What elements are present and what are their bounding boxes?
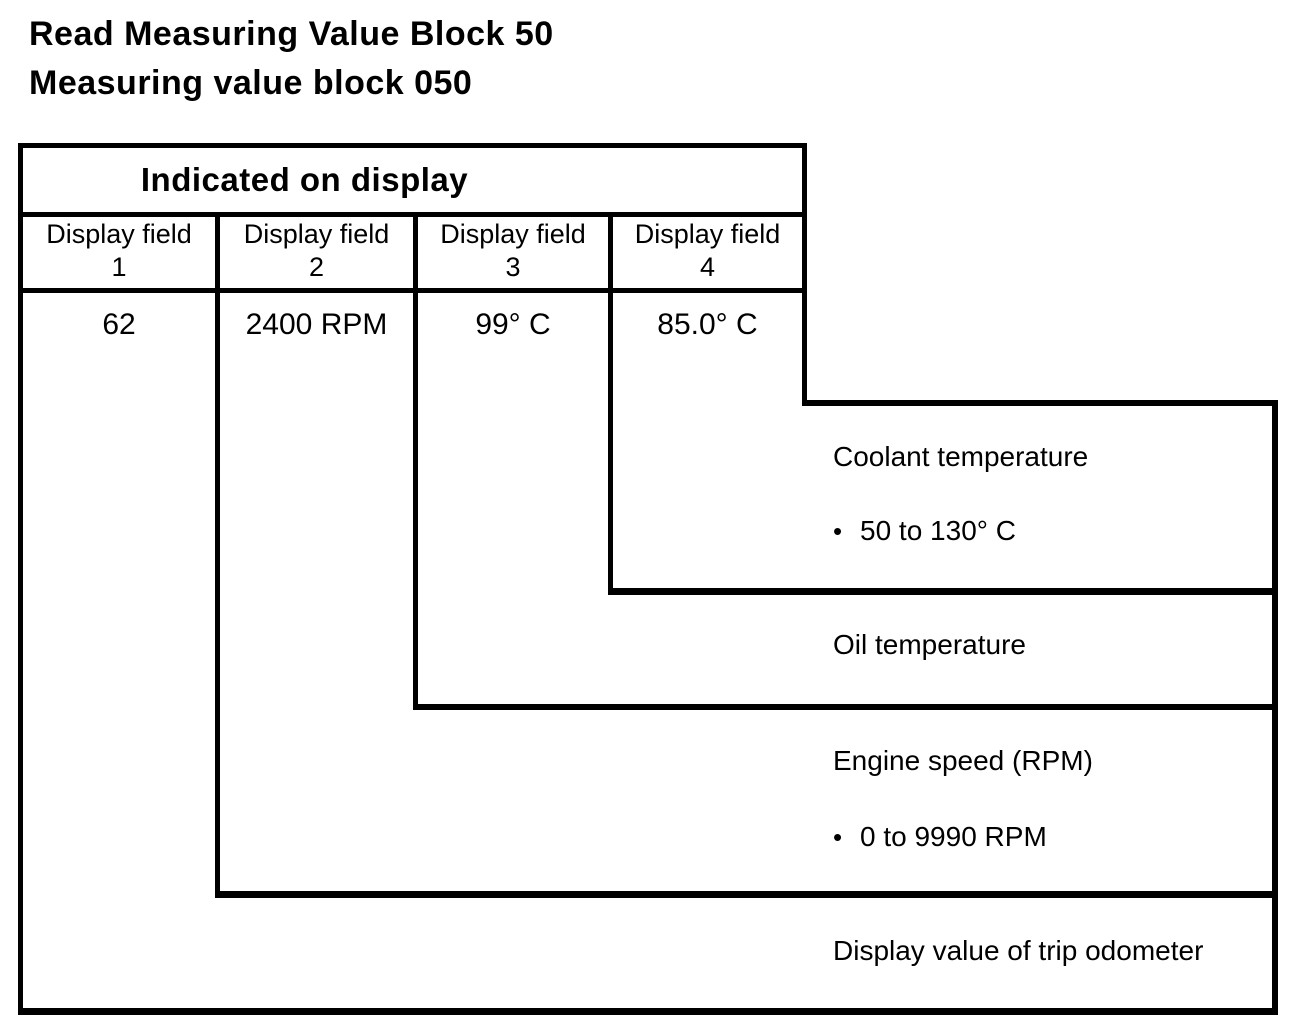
callout-engine-speed-range-text: 0 to 9990 RPM xyxy=(860,821,1047,852)
table-header-divider xyxy=(18,212,807,217)
table-values-divider xyxy=(18,288,807,293)
value-field1: 62 xyxy=(102,308,136,341)
column-header-field3: Display field 3 xyxy=(418,217,608,285)
table-top-border xyxy=(18,143,807,148)
column-header-field1-line1: Display field xyxy=(46,219,192,249)
page-title-line2: Measuring value block 050 xyxy=(29,64,473,102)
column-header-field1: Display field 1 xyxy=(23,217,215,285)
leader-shelf-field4-top xyxy=(802,400,1278,406)
leader-line-field3-vertical xyxy=(413,212,418,710)
page-title-line1: Read Measuring Value Block 50 xyxy=(29,15,554,53)
column-header-field4-line1: Display field xyxy=(634,219,781,249)
column-header-field2-line2: 2 xyxy=(308,252,325,282)
leader-shelf-field4-bottom xyxy=(608,588,1278,595)
column-header-field2-line1: Display field xyxy=(243,219,390,249)
value-field3: 99° C xyxy=(475,308,551,341)
bullet-icon: • xyxy=(833,516,843,546)
callout-coolant-temperature-range: • 50 to 130° C xyxy=(833,514,1016,548)
diagram-bottom-border xyxy=(18,1008,1278,1015)
leader-line-field4-vertical xyxy=(608,212,613,595)
callout-trip-odometer-label: Display value of trip odometer xyxy=(833,935,1204,966)
column-header-field2: Display field 2 xyxy=(220,217,413,285)
callout-coolant-temperature-range-text: 50 to 130° C xyxy=(860,515,1016,546)
leader-line-field1-vertical xyxy=(18,143,23,1015)
column-header-field4: Display field 4 xyxy=(613,217,802,285)
column-header-field1-line2: 1 xyxy=(111,252,127,282)
leader-shelf-field3-bottom xyxy=(413,704,1278,710)
callout-coolant-temperature-label: Coolant temperature xyxy=(833,441,1089,472)
column-header-field3-line1: Display field xyxy=(440,219,586,249)
leader-line-field2-vertical xyxy=(215,212,220,898)
callout-oil-temperature-label: Oil temperature xyxy=(833,629,1026,660)
bullet-icon: • xyxy=(833,822,843,852)
callout-engine-speed-label: Engine speed (RPM) xyxy=(833,745,1093,776)
table-right-border xyxy=(802,143,807,406)
value-field2: 2400 RPM xyxy=(245,308,388,341)
column-header-field4-line2: 4 xyxy=(699,252,716,282)
page-title: Read Measuring Value Block 50 Measuring … xyxy=(29,10,554,108)
callout-engine-speed-range: • 0 to 9990 RPM xyxy=(833,820,1047,854)
leader-shelf-field2-bottom xyxy=(215,891,1278,898)
table-header: Indicated on display xyxy=(140,161,469,198)
value-field4: 85.0° C xyxy=(657,308,758,341)
column-header-field3-line2: 3 xyxy=(505,252,521,282)
